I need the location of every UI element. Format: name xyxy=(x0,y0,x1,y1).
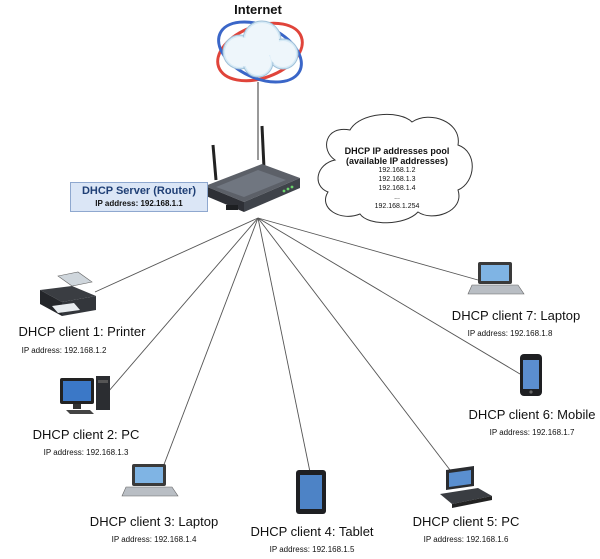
client-4-ip: IP address: 192.168.1.5 xyxy=(269,545,355,554)
link-client-7 xyxy=(257,217,479,281)
dhcp-server-box: DHCP Server (Router) IP address: 192.168… xyxy=(70,182,208,212)
link-client-2 xyxy=(107,217,259,393)
client-2-ip: IP address: 192.168.1.3 xyxy=(43,448,129,457)
router-icon xyxy=(205,125,300,212)
ip-pool-address: 192.168.1.4 xyxy=(378,185,416,192)
client-5-name: DHCP client 5: PC xyxy=(412,514,520,529)
client-2-name: DHCP client 2: PC xyxy=(32,427,140,442)
laptop-icon xyxy=(467,262,525,295)
ip-pool-title: DHCP IP addresses pool xyxy=(344,146,450,156)
client-1-ip: IP address: 192.168.1.2 xyxy=(21,346,107,355)
dhcp-server-ip: IP address: 192.168.1.1 xyxy=(95,199,183,208)
internet-cloud-icon xyxy=(216,20,304,84)
client-6-ip: IP address: 192.168.1.7 xyxy=(489,428,575,437)
client-1-name: DHCP client 1: Printer xyxy=(18,324,146,339)
link-client-1 xyxy=(94,217,259,293)
ip-pool-address: 192.168.1.254 xyxy=(374,203,420,210)
internet-label: Internet xyxy=(234,2,282,17)
ip-pool-ellipsis: ... xyxy=(394,194,400,201)
link-client-6 xyxy=(257,217,521,375)
client-3-name: DHCP client 3: Laptop xyxy=(89,514,219,529)
ip-pool-address: 192.168.1.3 xyxy=(378,176,416,183)
client-5-ip: IP address: 192.168.1.6 xyxy=(423,535,509,544)
client-3-ip: IP address: 192.168.1.4 xyxy=(111,535,197,544)
client-links xyxy=(94,217,521,476)
ip-pool-address: 192.168.1.2 xyxy=(378,167,416,174)
link-client-5 xyxy=(257,217,451,471)
ip-pool-subtitle: (available IP addresses) xyxy=(346,156,448,166)
pc-icon xyxy=(60,376,110,414)
client-6-name: DHCP client 6: Mobile xyxy=(468,407,596,422)
tablet-icon xyxy=(296,470,326,514)
dhcp-server-title: DHCP Server (Router) xyxy=(81,185,197,197)
client-7-ip: IP address: 192.168.1.8 xyxy=(467,329,553,338)
ip-pool: DHCP IP addresses pool (available IP add… xyxy=(330,146,464,211)
link-client-3 xyxy=(159,217,259,476)
mobile-icon xyxy=(520,354,542,396)
pc-icon xyxy=(440,466,492,508)
client-7-name: DHCP client 7: Laptop xyxy=(451,308,581,323)
link-client-4 xyxy=(257,217,311,473)
ip-pool-cloud-icon xyxy=(317,113,473,224)
client-4-name: DHCP client 4: Tablet xyxy=(250,524,374,539)
printer-icon xyxy=(40,271,96,316)
laptop-icon xyxy=(121,464,179,497)
